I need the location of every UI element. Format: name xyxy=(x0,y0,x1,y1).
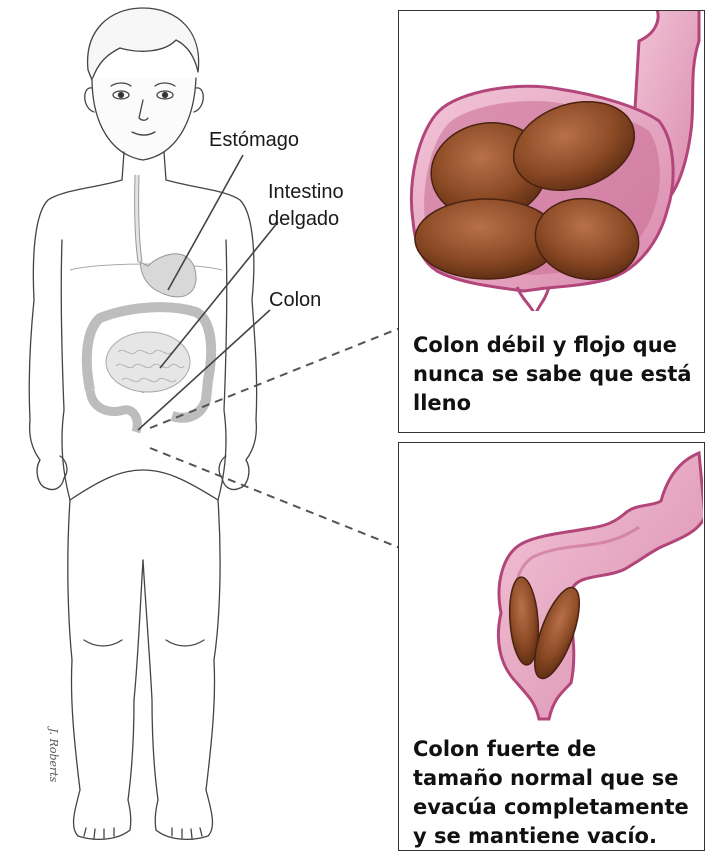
caption-weak-colon-line3: lleno xyxy=(413,389,692,418)
internal-organs xyxy=(70,175,222,432)
label-small-intestine-line1: Intestino xyxy=(268,180,344,204)
panel-weak-colon: Colon débil y flojo que nunca se sabe qu… xyxy=(398,10,705,433)
caption-normal-colon-line2: tamaño normal que se xyxy=(413,764,689,793)
label-colon: Colon xyxy=(269,288,321,312)
caption-weak-colon-line2: nunca se sabe que está xyxy=(413,360,692,389)
caption-normal-colon: Colon fuerte de tamaño normal que se eva… xyxy=(413,735,689,851)
weak-colon-illustration xyxy=(399,11,703,311)
caption-normal-colon-line4: y se mantiene vacío. xyxy=(413,822,689,851)
normal-colon-illustration xyxy=(399,443,703,733)
caption-normal-colon-line3: evacúa completamente xyxy=(413,793,689,822)
panel-normal-colon: Colon fuerte de tamaño normal que se eva… xyxy=(398,442,705,851)
label-small-intestine-line2: delgado xyxy=(268,207,339,231)
caption-normal-colon-line1: Colon fuerte de xyxy=(413,735,689,764)
caption-weak-colon-line1: Colon débil y flojo que xyxy=(413,331,692,360)
caption-weak-colon: Colon débil y flojo que nunca se sabe qu… xyxy=(413,331,692,418)
label-stomach: Estómago xyxy=(209,128,299,152)
artist-signature: J. Roberts xyxy=(47,728,60,782)
